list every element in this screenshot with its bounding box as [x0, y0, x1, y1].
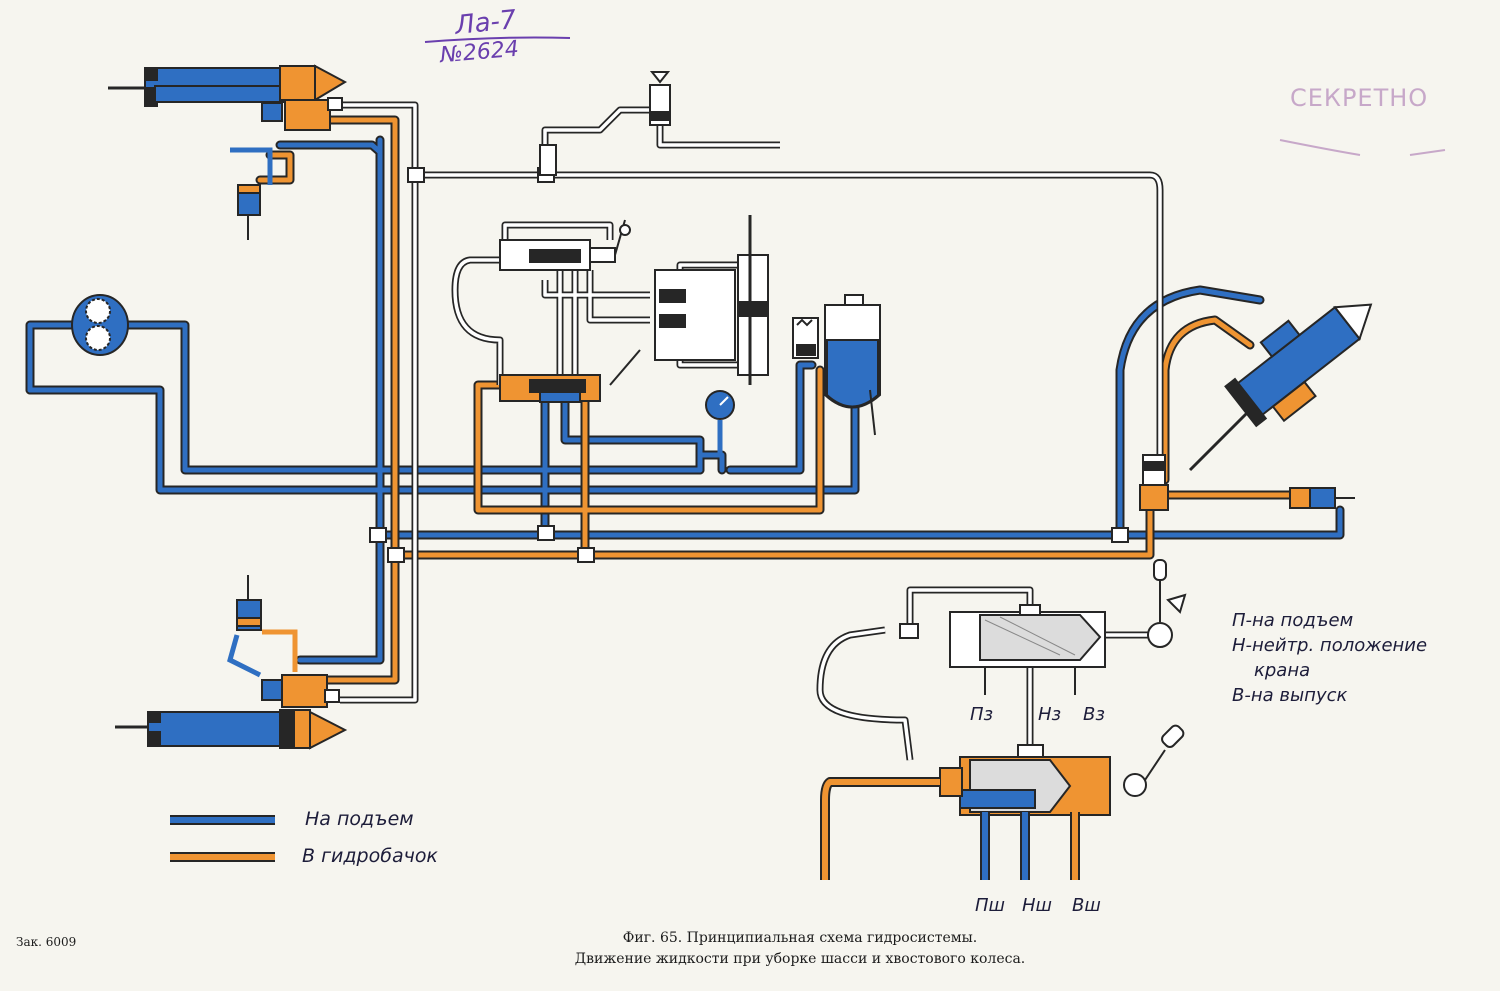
- port-label-pz: Пз: [970, 704, 994, 725]
- figure-caption: Фиг. 65. Принципиальная схема гидросисте…: [450, 928, 1150, 970]
- stamp-underline: [424, 36, 571, 43]
- upper-distribution-valve: [499, 219, 631, 271]
- caption-line-1: Фиг. 65. Принципиальная схема гидросисте…: [622, 930, 978, 946]
- valve-outlet-pipes: [820, 777, 1080, 880]
- crane-valve-neutral: [949, 559, 1187, 695]
- downlock-cylinder-lower: [227, 575, 298, 678]
- uplock-cylinder-upper: [230, 147, 273, 240]
- archive-stamp-title: Ла-7: [453, 4, 518, 42]
- lift-pipes: [25, 135, 1345, 665]
- key-v: В-на выпуск: [1232, 685, 1348, 706]
- port-label-psh: Пш: [975, 895, 1006, 916]
- gear-pump-icon: [71, 294, 129, 356]
- key-n-line2: крана: [1254, 660, 1311, 681]
- legend-return-label: В гидробачок: [302, 845, 438, 867]
- caption-line-2: Движение жидкости при уборке шасси и хво…: [574, 951, 1026, 967]
- port-label-vz: Вз: [1083, 704, 1105, 725]
- hydraulic-tank: [792, 294, 881, 436]
- lower-distribution-valve: [499, 349, 641, 403]
- secret-stamp: СЕКРЕТНО: [1290, 84, 1429, 112]
- crane-valve-retract: [939, 724, 1185, 816]
- pressure-gauge-icon: [705, 390, 735, 455]
- port-label-nsh: Нш: [1022, 895, 1053, 916]
- main-gear-cylinder-left-lower: [115, 674, 348, 750]
- key-n-line1: Н-нейтр. положение: [1232, 635, 1428, 656]
- hand-pump-block: [654, 215, 769, 385]
- stamp-faint-marks: [1279, 139, 1446, 156]
- tail-lock-valve: [1139, 454, 1355, 511]
- valve-position-key: П-на подъем Н-нейтр. положение крана В-н…: [1232, 608, 1427, 708]
- neutral-pipes: [340, 101, 1164, 761]
- tail-wheel-rod: [1188, 408, 1252, 472]
- tail-wheel-cylinder: [1224, 303, 1373, 428]
- key-p: П-на подъем: [1232, 610, 1354, 631]
- legend: [170, 815, 275, 862]
- main-gear-cylinder-left-upper: [108, 64, 348, 131]
- legend-lift-label: На подъем: [305, 808, 414, 830]
- port-label-vsh: Вш: [1072, 895, 1101, 916]
- pressure-valve-top: [539, 71, 671, 176]
- order-number: Зак. 6009: [16, 935, 77, 949]
- port-label-nz: Нз: [1038, 704, 1062, 725]
